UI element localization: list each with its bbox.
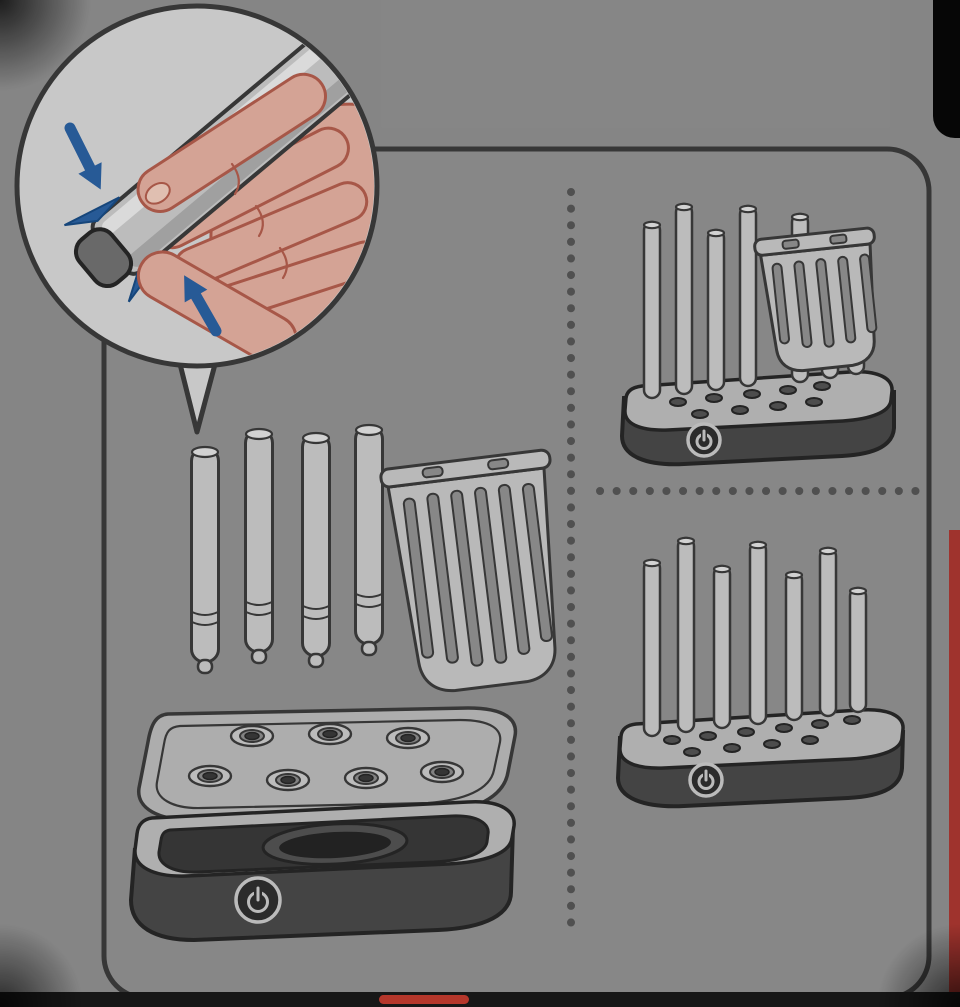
screen-bottom-bar [0,992,960,1007]
drying-rod [712,564,732,730]
drying-rod [676,536,696,734]
tray-hole [265,768,311,792]
drying-rod [818,546,838,718]
drying-rod [190,445,220,675]
basket-handle-hole [829,233,848,245]
index-fingernail [144,181,171,205]
basket-handle-hole [421,465,444,479]
bottom-red-indicator [379,995,469,1004]
basket-slot [815,258,835,348]
tray-hole [187,764,233,788]
tray-hole [419,760,465,784]
basket-slot [450,489,484,667]
drying-rod [784,570,804,722]
pinching-fingers [136,72,327,363]
drying-rod [642,220,662,400]
drying-rod [244,427,274,665]
basket-slot [793,260,813,349]
knuckle-crease [254,204,264,238]
tray-hole [343,766,389,790]
rod-tip-cap [73,227,134,289]
basket-handle-hole [781,238,800,250]
basket-slot [497,483,531,655]
basket-slot [474,486,508,664]
tray-hole [385,726,431,750]
basket-slot [521,482,553,643]
press-arrow-bottom-head [184,275,208,303]
drying-rod [674,202,694,396]
basket-handle-hole [487,457,510,471]
pinch-detail-inset [14,3,380,435]
basket-rim [379,448,552,489]
pinch-arrows [64,122,222,337]
assembly-with-basket [619,202,896,467]
accessory-basket [379,448,557,692]
drying-rod [642,558,662,738]
press-arrow-bottom [190,290,222,337]
knuckle-crease [278,246,288,280]
tray-hole [229,724,275,748]
screen-edge-red-strip [949,530,960,1007]
water-well [261,822,409,866]
nipple-tray [137,706,518,822]
drying-rod [706,228,726,392]
basket-slot [859,253,878,334]
power-button [234,876,282,924]
accessory-basket [753,226,878,373]
panel-separators [567,188,926,938]
deck-holes [663,715,861,757]
assembly-rods-only [615,536,906,809]
heater-base [128,800,516,943]
index-finger [136,72,327,213]
drying-rod [748,540,768,726]
drying-rod [738,204,758,388]
knuckle-crease [230,162,240,196]
deck-holes [669,381,831,419]
drying-rod [354,423,384,657]
basket-slot [426,492,459,664]
press-arrow-top-head [78,162,102,190]
basket-slot [771,262,791,345]
basket-slot [837,255,857,344]
drying-rod [848,586,868,714]
drying-rod [301,431,331,669]
power-button [686,422,722,458]
press-arrow-top [64,122,96,174]
exploded-parts-view [128,423,557,943]
screen-edge-top-right [933,0,960,138]
basket-slot [402,497,435,659]
tray-hole [307,722,353,746]
power-button [688,762,724,798]
flex-flap-top [64,196,121,227]
